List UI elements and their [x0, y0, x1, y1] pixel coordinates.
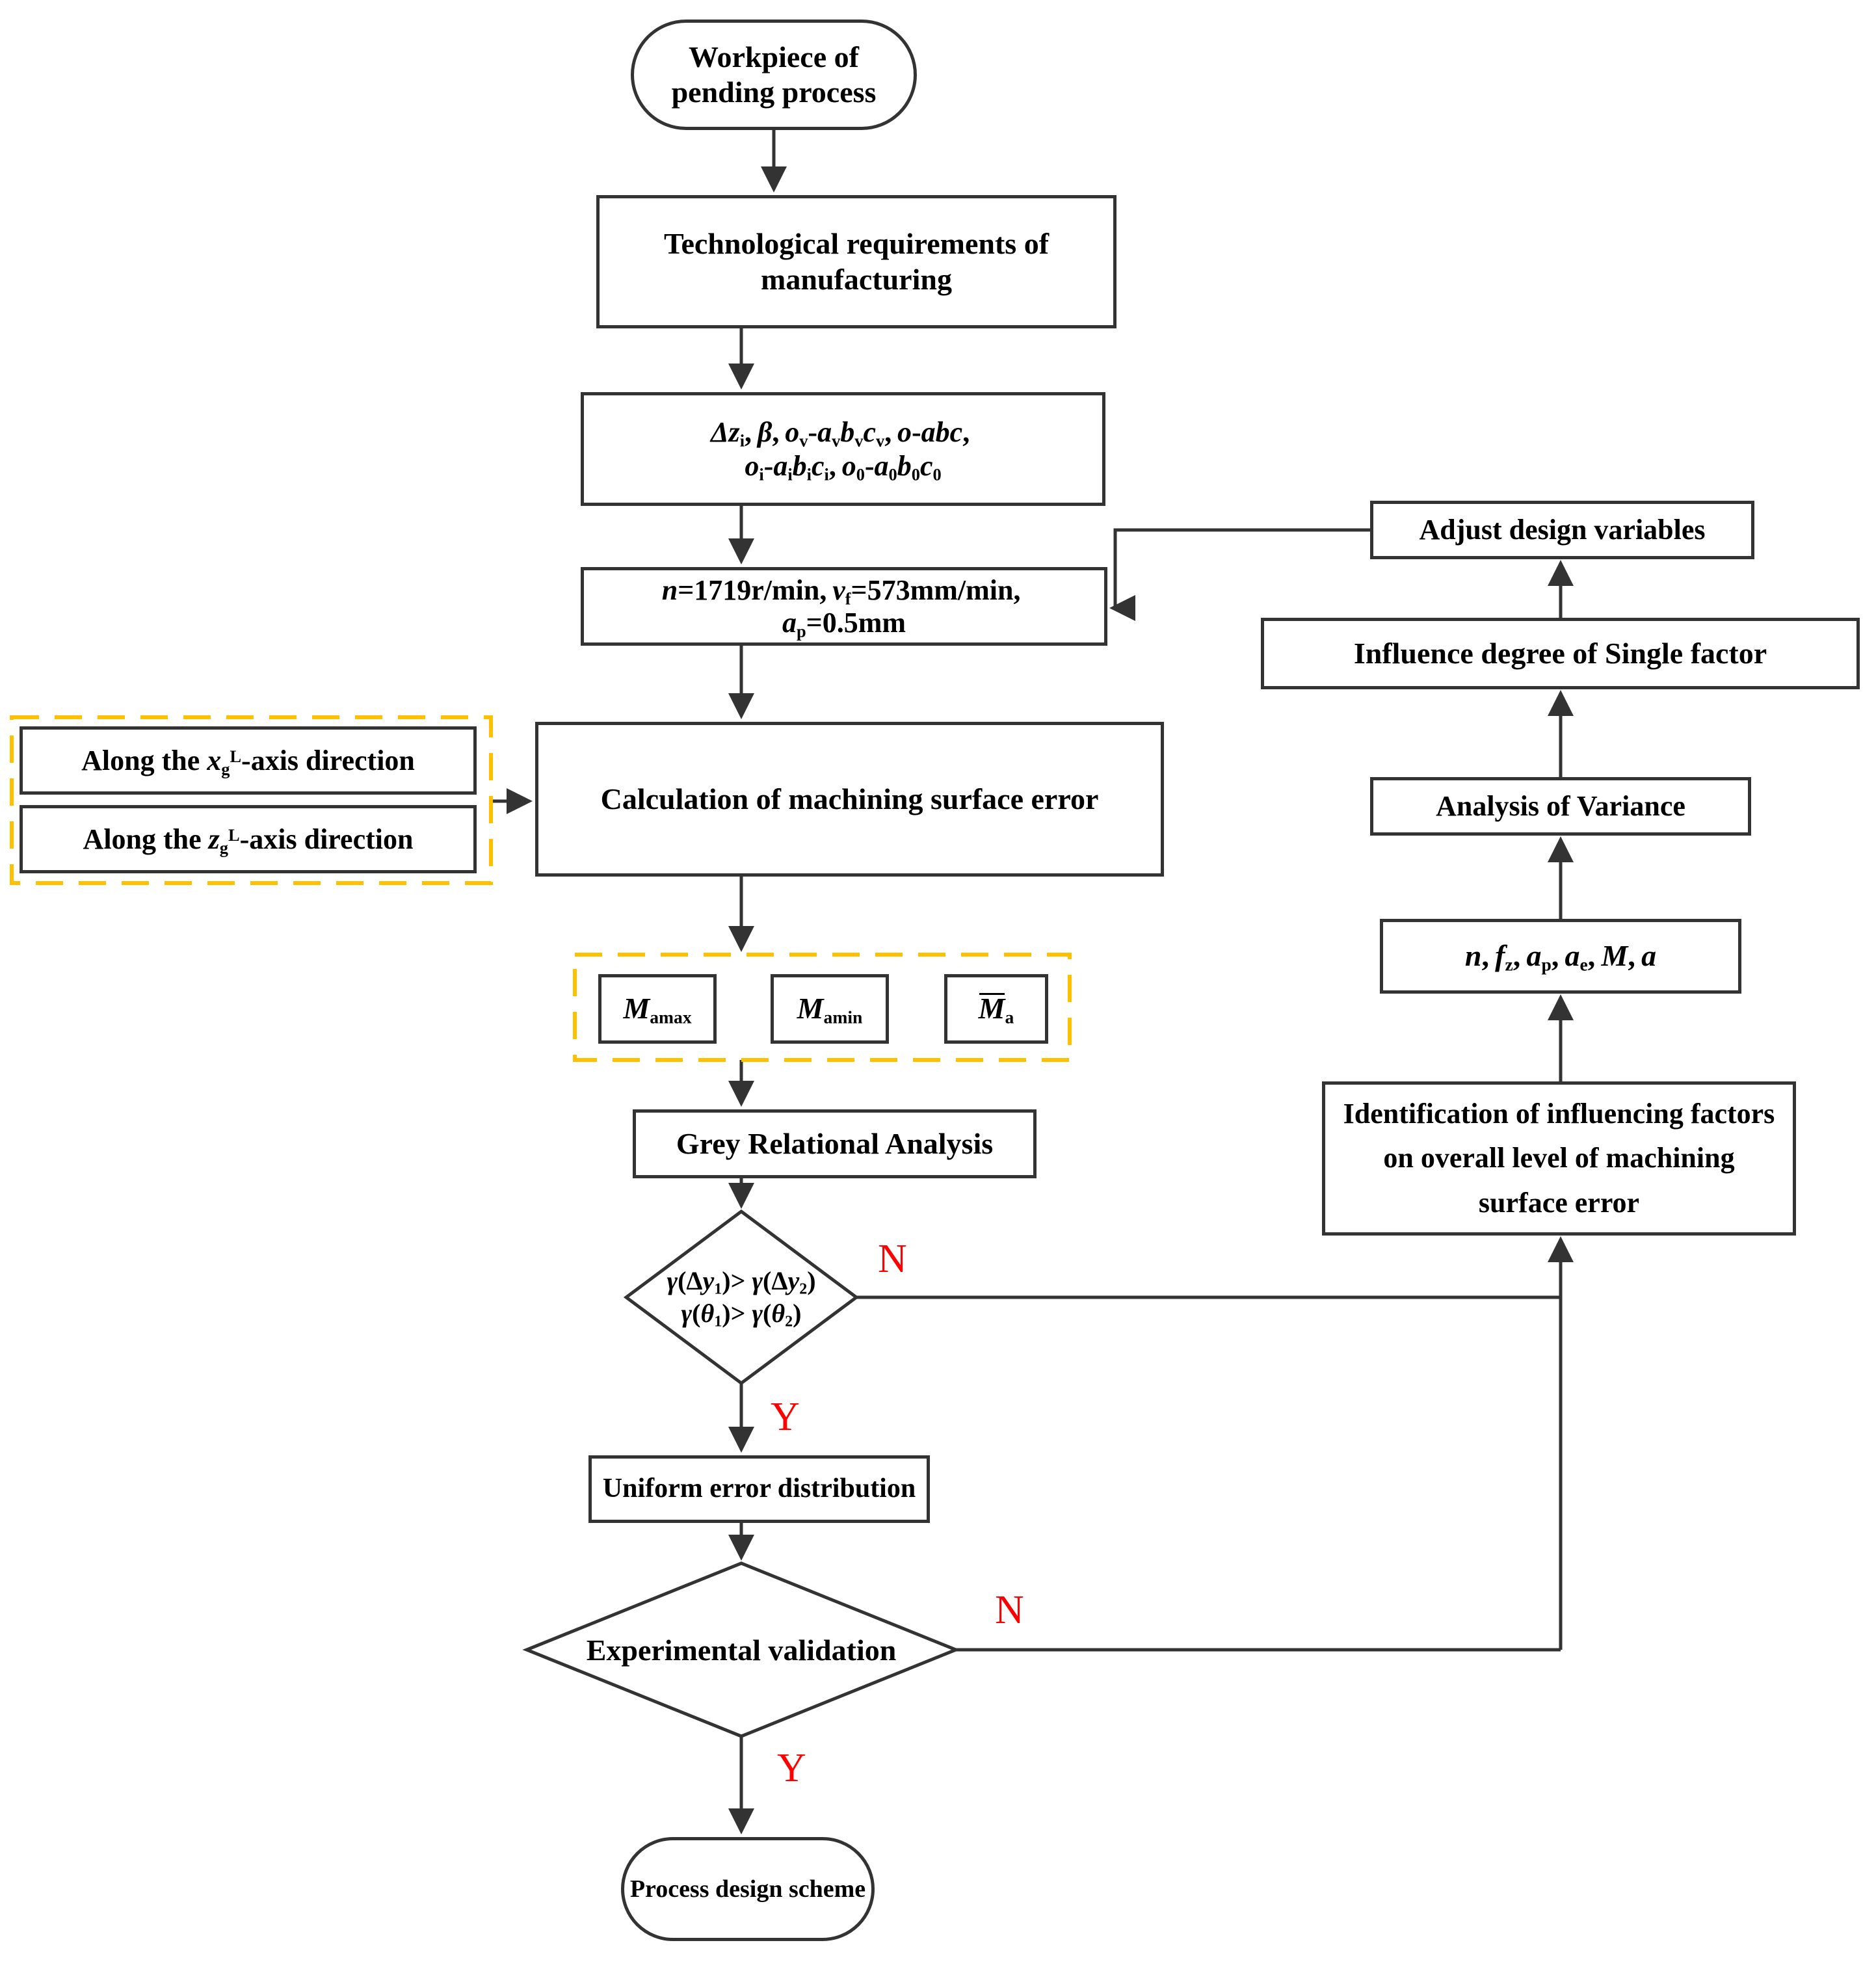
node-identification-label: Identification of influencing factors on…	[1343, 1098, 1775, 1219]
node-factors: n, fz, ap, ae, M, a	[1380, 919, 1741, 994]
decision2-yes-label: Y	[777, 1746, 806, 1790]
arrow-adjust-to-cutting-parameters	[1109, 528, 1370, 621]
node-influence-degree: Influence degree of Single factor	[1261, 618, 1860, 689]
node-grey-relational: Grey Relational Analysis	[633, 1109, 1037, 1178]
node-technological: Technological requirements of manufactur…	[596, 195, 1116, 328]
node-anova-label: Analysis of Variance	[1436, 790, 1685, 823]
decision2-label: Experimental validation	[586, 1633, 897, 1667]
node-m-amin: Mamin	[771, 974, 889, 1044]
node-anova: Analysis of Variance	[1370, 777, 1751, 836]
node-calculation-label: Calculation of machining surface error	[600, 782, 1099, 815]
node-cutting-parameters-line1: n=1719r/min, vf=573mm/min,	[661, 574, 1027, 609]
node-cutting-parameters: n=1719r/min, vf=573mm/min, ap=0.5mm	[581, 567, 1107, 646]
node-adjust-variables: Adjust design variables	[1370, 501, 1754, 559]
node-technological-label: Technological requirements of manufactur…	[663, 227, 1050, 296]
node-uniform-error-label: Uniform error distribution	[602, 1474, 916, 1504]
node-process-design: Process design scheme	[621, 1837, 875, 1941]
decision1-line2: γ(θ1)> γ(θ2)	[681, 1299, 802, 1330]
node-design-variables-line2: oi-aibici, o0-a0b0c0	[745, 449, 942, 484]
node-along-x-axis-label: Along the xgL-axis direction	[81, 744, 415, 778]
node-factors-label: n, fz, ap, ae, M, a	[1464, 939, 1657, 975]
node-cutting-parameters-line2: ap=0.5mm	[782, 606, 906, 641]
node-along-x-axis: Along the xgL-axis direction	[20, 726, 477, 795]
node-m-amin-label: Mamin	[797, 992, 863, 1028]
node-m-bar: Ma	[944, 974, 1048, 1044]
decision1-text: γ(Δy1)> γ(Δy2) γ(θ1)> γ(θ2)	[626, 1236, 856, 1359]
node-along-z-axis-label: Along the zgL-axis direction	[83, 823, 414, 857]
node-design-variables: Δzi, β, ov-avbvcv, o-abc, oi-aibici, o0-…	[581, 392, 1105, 506]
decision2-no-label: N	[995, 1588, 1024, 1632]
node-influence-degree-label: Influence degree of Single factor	[1353, 636, 1767, 670]
decision2-diamond	[522, 1561, 960, 1738]
node-m-amax-label: Mamax	[623, 992, 692, 1028]
decision1-yes-label: Y	[771, 1395, 800, 1439]
node-uniform-error: Uniform error distribution	[588, 1455, 930, 1523]
node-workpiece: Workpiece of pending process	[631, 20, 917, 130]
node-workpiece-line2: pending process	[671, 75, 877, 109]
decision1-no-label: N	[878, 1237, 907, 1281]
node-calculation: Calculation of machining surface error	[535, 722, 1164, 877]
axis-direction-dashed-group	[10, 715, 493, 885]
node-m-bar-label: Ma	[978, 992, 1014, 1028]
node-process-design-label: Process design scheme	[629, 1875, 866, 1903]
node-along-z-axis: Along the zgL-axis direction	[20, 805, 477, 873]
node-grey-relational-label: Grey Relational Analysis	[676, 1126, 994, 1160]
node-design-variables-line1: Δzi, β, ov-avbvcv, o-abc,	[710, 416, 976, 450]
decision1-line1: γ(Δy1)> γ(Δy2)	[667, 1266, 816, 1298]
decision1-diamond	[623, 1209, 860, 1386]
decision2-text: Experimental validation	[566, 1629, 917, 1671]
node-workpiece-line1: Workpiece of	[689, 40, 859, 73]
node-adjust-variables-label: Adjust design variables	[1419, 514, 1706, 546]
node-identification: Identification of influencing factors on…	[1322, 1081, 1796, 1236]
node-m-amax: Mamax	[598, 974, 717, 1044]
